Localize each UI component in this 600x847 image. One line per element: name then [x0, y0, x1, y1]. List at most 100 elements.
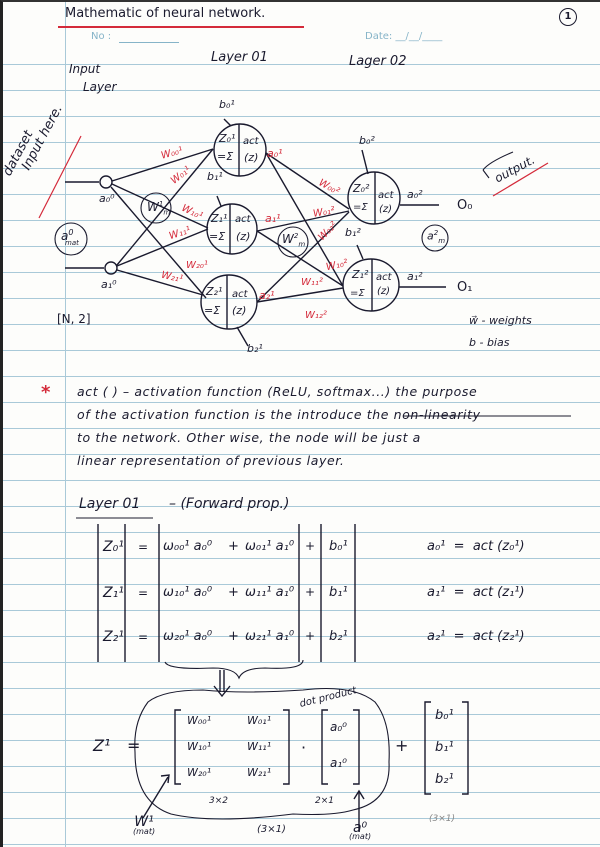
layer1-node-1-act: act: [235, 214, 251, 225]
w1-mat-label: W1m: [147, 200, 171, 217]
layer1-node-1: [206, 195, 258, 255]
layer2-node-1-bias: b₁²: [345, 226, 361, 239]
input-node-1: [104, 261, 118, 275]
layer2-label: Lager 02: [349, 54, 407, 69]
note-line-3: to the network. Other wise, the node wil…: [77, 430, 421, 445]
weight-w11-2: W₁₁²: [301, 277, 323, 288]
input-node-0-label: a₀⁰: [99, 192, 115, 205]
layer1-node-1-arg: (z): [236, 230, 251, 243]
input-vector-cell: a₁⁰: [330, 756, 347, 770]
bias-vector-cell: b₀¹: [435, 708, 454, 723]
w1-mat-circle: [140, 192, 172, 224]
weight-matrix-cell: W₁₀¹: [187, 740, 212, 753]
layer2-node-0: [347, 149, 439, 225]
input-vector-cell: a₀⁰: [330, 720, 347, 734]
plus-operator: +: [395, 736, 409, 755]
layer2-node-0-z: Z₀²: [353, 182, 370, 195]
layer2-node-1: [342, 244, 446, 312]
shape-label: [N, 2]: [57, 312, 91, 326]
input-layer-label-2: Layer: [83, 80, 117, 94]
row-bias: b₂¹: [329, 629, 348, 644]
legend-weights: w⃗ - weights: [469, 314, 532, 327]
weight-w20-1: W₂₀¹: [186, 260, 208, 271]
layer1-node-0-bias: b₀¹: [219, 98, 235, 111]
row-eq: =: [138, 540, 149, 554]
layer1-label: Layer 01: [211, 50, 268, 65]
output-o0: O₀: [457, 198, 473, 213]
layer2-node-0-act: act: [378, 190, 394, 201]
row-act: a₁¹ = act (z₁¹): [427, 585, 525, 600]
row-term1: ω₁₀¹ a₀⁰: [163, 585, 213, 600]
date-field: Date: __/__/____: [365, 31, 443, 42]
w2-mat-circle: [277, 226, 309, 258]
bias-dim: (3×1): [429, 814, 456, 824]
input-layer-label: Input: [69, 62, 101, 76]
row-lhs: Z₀¹: [103, 539, 124, 555]
row-plus1: +: [228, 629, 239, 644]
row-term2: ω₁₁¹ a₁⁰: [245, 585, 295, 600]
input-node-1-label: a₁⁰: [101, 278, 117, 291]
row-bias: b₁¹: [329, 585, 348, 600]
row-act: a₂¹ = act (z₂¹): [427, 629, 525, 644]
layer1-node-1-z: Z₁¹: [211, 212, 228, 225]
layer1-node-2-sum: =Σ: [204, 304, 221, 317]
row-eq: =: [138, 630, 149, 644]
neural-network-diagram: [38, 118, 571, 832]
weight-matrix-cell: W₀₀¹: [187, 714, 212, 727]
layer1-node-0-out: a₀¹: [267, 147, 283, 160]
row-plus1: +: [228, 539, 239, 554]
layer1-node-2-act: act: [232, 289, 248, 300]
layer1-node-2-z: Z₂¹: [206, 285, 223, 298]
layer2-node-1-sum: =Σ: [350, 288, 365, 299]
bias-vector-cell: b₁¹: [435, 740, 454, 755]
row-plus1: +: [228, 585, 239, 600]
page-title: Mathematic of neural network.: [65, 6, 266, 21]
result-dim: (3×1): [257, 824, 286, 835]
layer2-node-1-out: a₁²: [407, 270, 423, 283]
layer1-node-0-act: act: [243, 136, 259, 147]
layer2-node-0-sum: =Σ: [353, 202, 368, 213]
a2-mat-circle: [421, 224, 449, 252]
row-plus2: +: [305, 629, 316, 643]
row-term2: ω₀₁¹ a₁⁰: [245, 539, 295, 554]
weight-dim: 3×2: [209, 796, 228, 806]
layer2-node-0-out: a₀²: [407, 188, 423, 201]
weight-matrix-cell: W₂₀¹: [187, 766, 212, 779]
bias-vector-cell: b₂¹: [435, 772, 454, 787]
row-bias: b₀¹: [329, 539, 348, 554]
output-o1: O₁: [457, 280, 473, 295]
w2-mat-label: W2m: [282, 232, 306, 249]
weight-mat-label: W¹ (mat): [133, 814, 156, 836]
dot-operator: ·: [301, 738, 307, 757]
margin-line: [65, 2, 66, 847]
layer1-node-1-out: a₁¹: [265, 212, 281, 225]
row-plus2: +: [305, 585, 316, 599]
note-line-2: of the activation function is the introd…: [77, 407, 481, 422]
layer1-node-2-out: a₂¹: [259, 289, 275, 302]
title-underline: [58, 26, 304, 28]
input-mat-label: a⁰ (mat): [349, 820, 372, 841]
note-bullet: *: [41, 382, 51, 403]
weight-matrix-cell: W₁₁¹: [247, 740, 272, 753]
a2-mat-label: a2m: [427, 229, 446, 245]
note-line-1: act ( ) – activation function (ReLU, sof…: [77, 384, 478, 399]
input-dim: 2×1: [315, 796, 334, 806]
layer1-node-2-bias: b₂¹: [247, 342, 263, 355]
forward-prop-heading: Layer 01: [79, 496, 141, 512]
matrix-eq: =: [127, 736, 141, 755]
a0-mat-circle: [54, 222, 88, 256]
row-term1: ω₀₀¹ a₀⁰: [163, 539, 213, 554]
layer2-node-0-bias: b₀²: [359, 134, 375, 147]
row-plus2: +: [305, 539, 316, 553]
legend-bias: b - bias: [469, 336, 510, 349]
weight-matrix-cell: W₀₁¹: [247, 714, 272, 727]
layer1-node-0-z: Z₀¹: [219, 132, 236, 145]
row-act: a₀¹ = act (z₀¹): [427, 539, 525, 554]
layer1-node-0: [213, 118, 267, 177]
matrix-lhs: Z¹: [93, 736, 111, 755]
layer2-node-1-act: act: [376, 272, 392, 283]
note-line-4: linear representation of previous layer.: [77, 453, 345, 468]
row-term1: ω₂₀¹ a₀⁰: [163, 629, 213, 644]
